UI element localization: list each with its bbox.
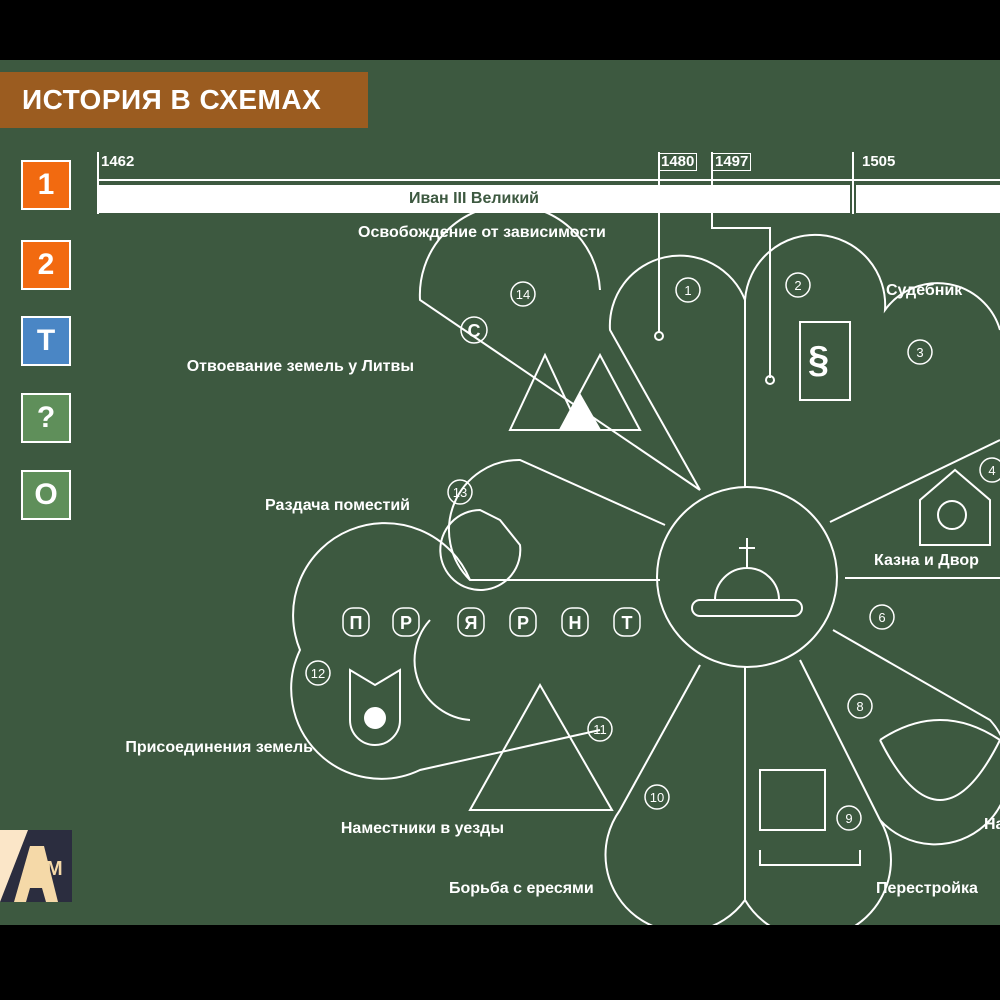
- sidebar-button-answers[interactable]: O: [21, 470, 71, 520]
- label-estates: Раздача поместий: [265, 497, 410, 514]
- number-2: 2: [794, 278, 801, 293]
- label-governors: Наместники в уезды: [340, 820, 504, 837]
- number-3: 3: [916, 345, 923, 360]
- letter-p: П: [350, 613, 363, 633]
- letter-t: Т: [622, 613, 633, 633]
- page-title: ИСТОРИЯ В СХЕМАХ: [0, 72, 368, 128]
- svg-text:M: M: [46, 858, 63, 880]
- sidebar-button-test[interactable]: T: [21, 316, 71, 366]
- number-6: 6: [878, 610, 885, 625]
- number-4: 4: [988, 463, 995, 478]
- year-1462: 1462: [101, 153, 135, 170]
- history-diagram: ИСТОРИЯ В СХЕМАХ 1 2 T ? O 1462 1480 149…: [0, 60, 1000, 925]
- diagram-graphics: § 1 2 3 4 6 8 9 10 11 12 13 14 П Р Я Р Н…: [97, 152, 1000, 925]
- letter-r2: Р: [517, 613, 529, 633]
- sidebar-button-1[interactable]: 1: [21, 160, 71, 210]
- letter-ya: Я: [465, 613, 478, 633]
- letter-r: Р: [400, 613, 412, 633]
- ruler-bar: Иван III Великий: [98, 185, 850, 213]
- next-ruler-bar: [856, 185, 1000, 213]
- sidebar-button-quiz[interactable]: ?: [21, 393, 71, 443]
- letter-n: Н: [569, 613, 582, 633]
- sidebar-button-2[interactable]: 2: [21, 240, 71, 290]
- svg-text:§: §: [808, 339, 829, 381]
- label-liberation: Освобождение от зависимости: [358, 224, 606, 241]
- label-cut: На: [984, 816, 1000, 833]
- number-11: 11: [593, 722, 607, 737]
- label-sudebnik: Судебник: [886, 282, 963, 299]
- number-12: 12: [311, 666, 325, 681]
- letter-s: C: [468, 321, 481, 341]
- number-9: 9: [845, 811, 852, 826]
- label-rebuild: Перестройка: [876, 880, 978, 897]
- label-lithuania: Отвоевание земель у Литвы: [186, 358, 414, 375]
- logo: M: [0, 830, 72, 902]
- label-heresy: Борьба с ересями: [449, 880, 594, 897]
- number-13: 13: [453, 485, 467, 500]
- year-1505: 1505: [862, 153, 896, 170]
- label-treasury: Казна и Двор: [874, 552, 979, 569]
- number-1: 1: [684, 283, 691, 298]
- number-14: 14: [516, 287, 530, 302]
- number-10: 10: [650, 790, 664, 805]
- number-8: 8: [856, 699, 863, 714]
- label-annex: Присоединения земель: [125, 739, 313, 756]
